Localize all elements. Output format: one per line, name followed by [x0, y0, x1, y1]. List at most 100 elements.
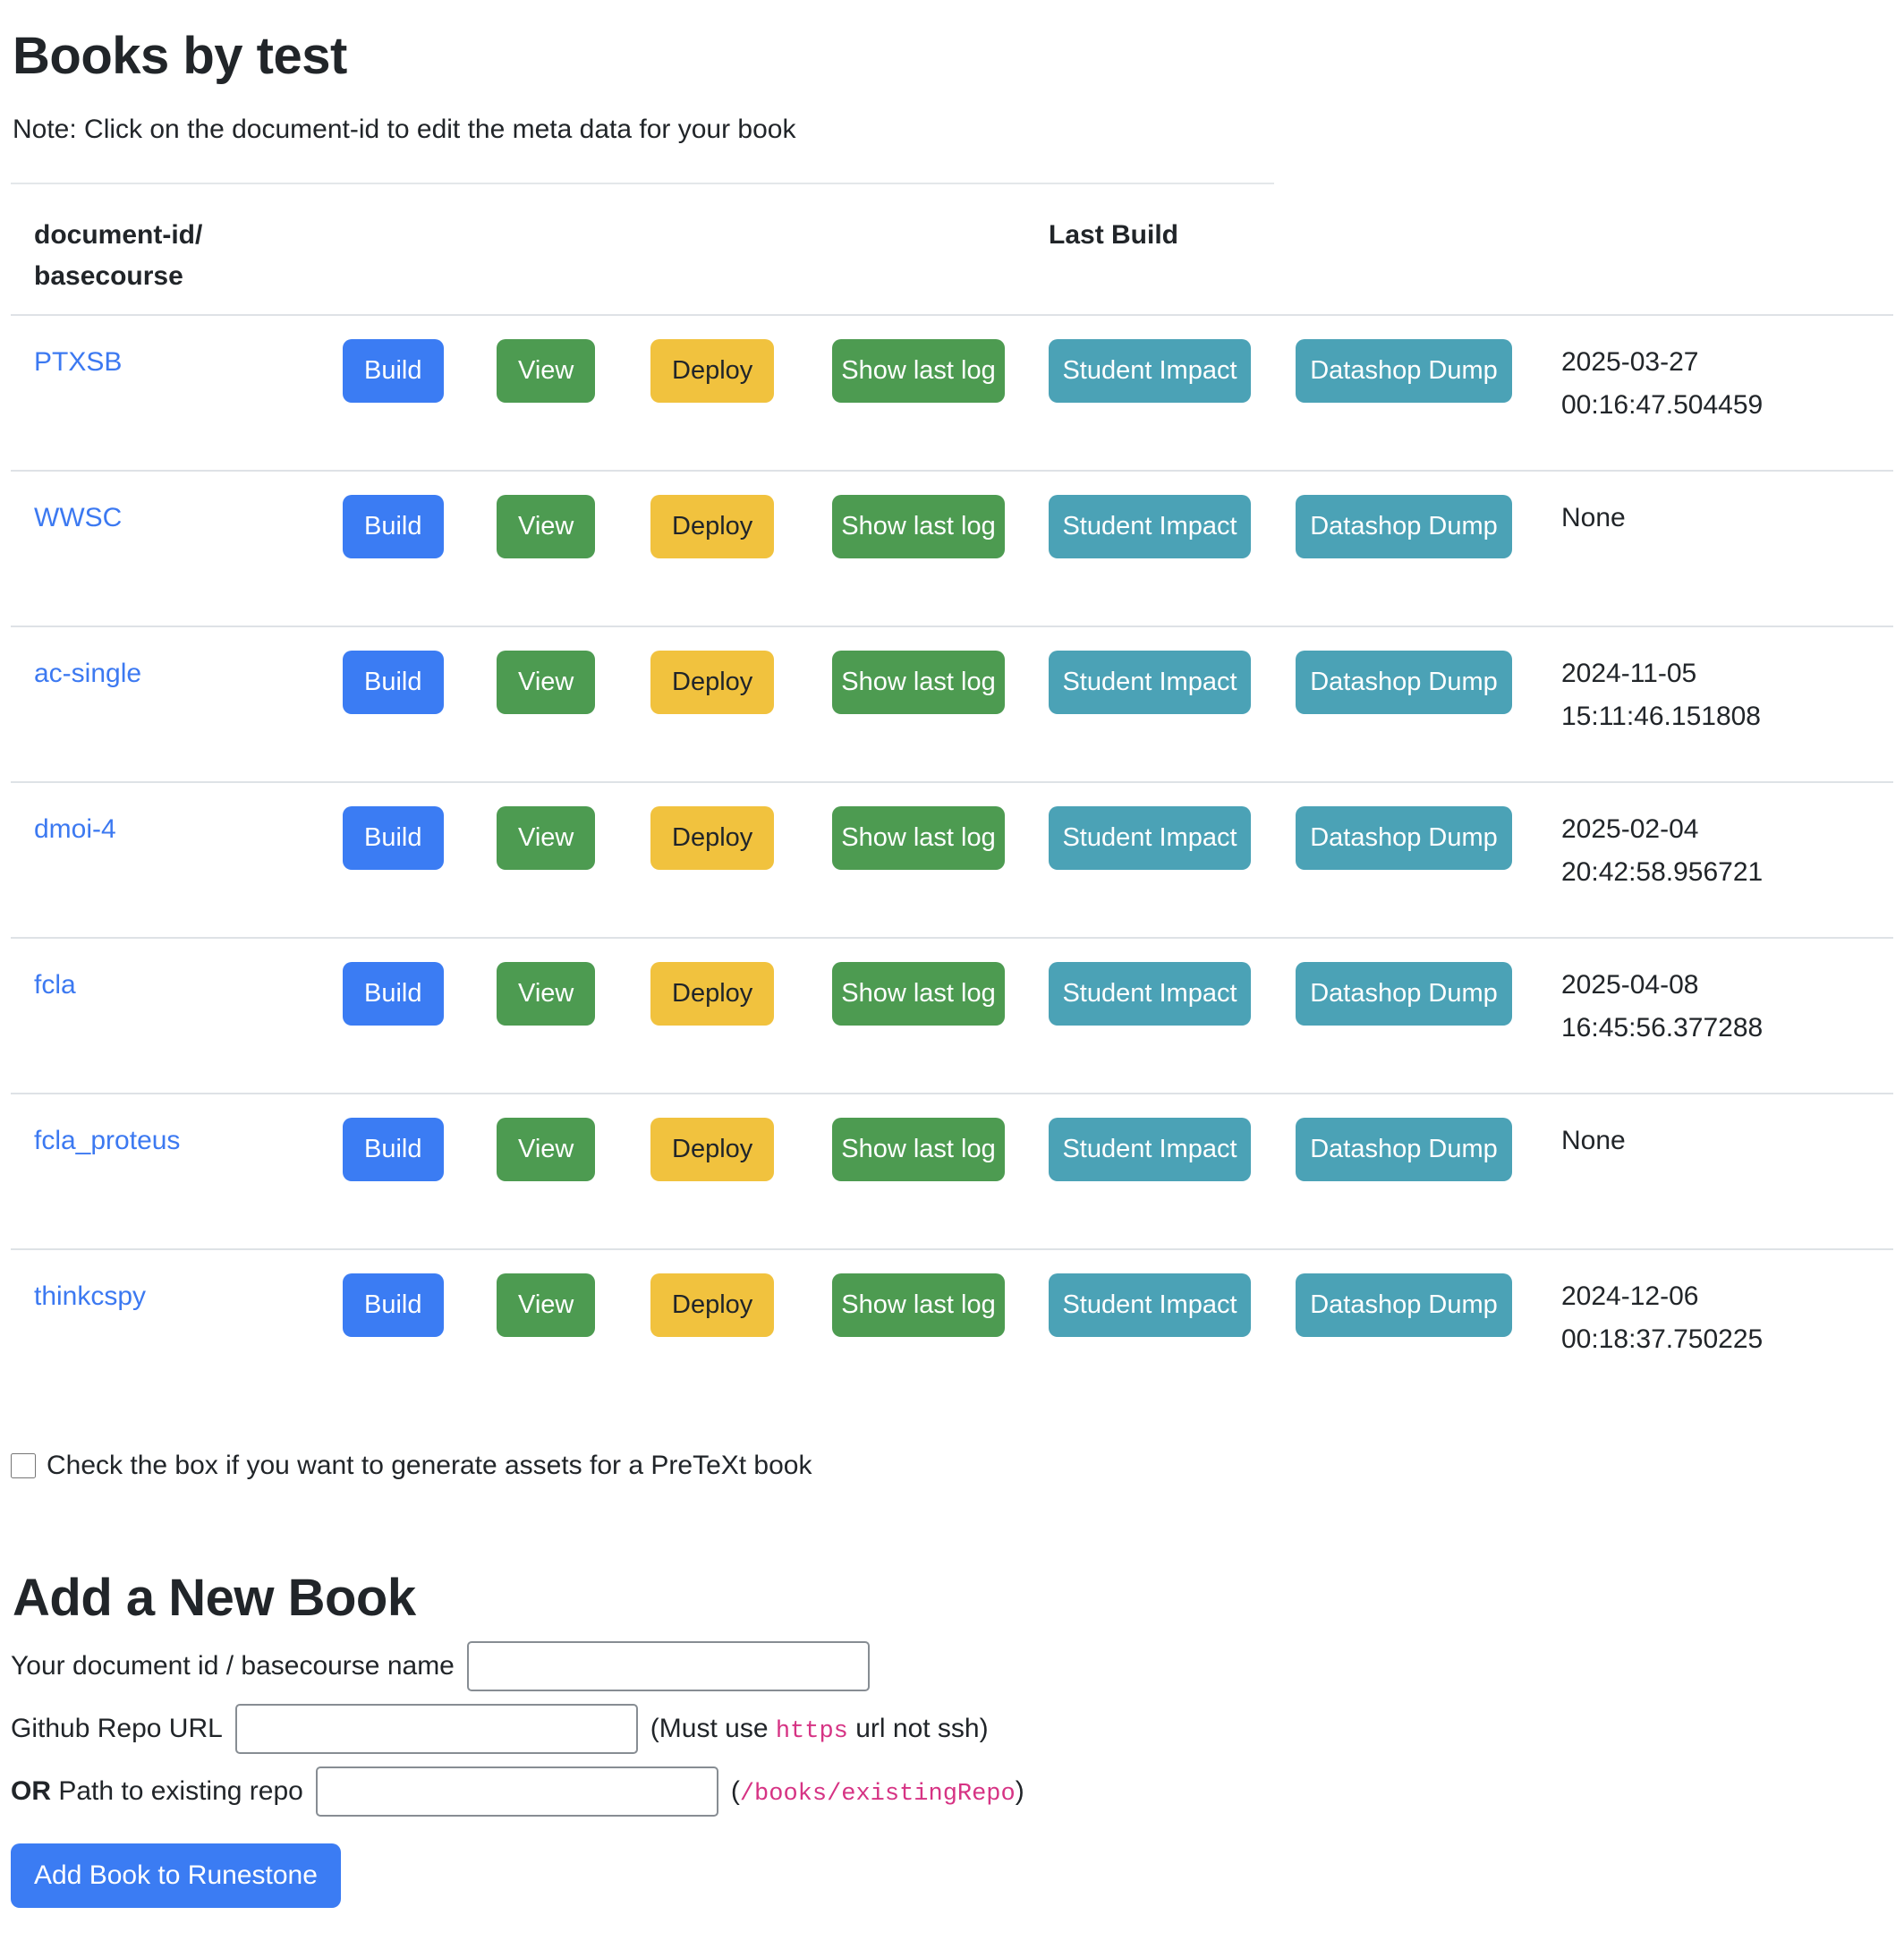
view-button[interactable]: View: [497, 494, 596, 559]
show-last-log-button[interactable]: Show last log: [832, 961, 1005, 1026]
path-hint-code: /books/existingRepo: [739, 1780, 1016, 1808]
repo-hint-code: https: [775, 1717, 848, 1745]
deploy-button[interactable]: Deploy: [650, 961, 775, 1026]
table-row: fcla_proteus Build View Deploy Show last…: [11, 1094, 1893, 1250]
add-book-heading: Add a New Book: [13, 1568, 416, 1627]
existing-repo-label-rest: Path to existing repo: [58, 1776, 303, 1807]
last-build-timestamp: 2025-03-27 00:16:47.504459: [1561, 346, 1764, 420]
add-book-submit-button[interactable]: Add Book to Runestone: [11, 1843, 341, 1909]
document-id-cell: WWSC: [11, 495, 343, 533]
page-note: Note: Click on the document-id to edit t…: [13, 114, 796, 144]
doc-id-input[interactable]: [466, 1641, 870, 1692]
student-impact-button[interactable]: Student Impact: [1049, 338, 1251, 404]
document-id-cell: fcla: [11, 962, 343, 1000]
student-impact-button[interactable]: Student Impact: [1049, 805, 1251, 871]
build-button[interactable]: Build: [343, 1273, 444, 1338]
last-build-timestamp: None: [1561, 502, 1626, 532]
datashop-dump-button[interactable]: Datashop Dump: [1296, 650, 1512, 715]
document-id-link[interactable]: thinkcspy: [34, 1281, 147, 1311]
document-id-link[interactable]: fcla: [34, 969, 76, 1000]
show-last-log-button[interactable]: Show last log: [832, 805, 1005, 871]
document-id-cell: PTXSB: [11, 339, 343, 378]
show-last-log-button[interactable]: Show last log: [832, 494, 1005, 559]
build-button[interactable]: Build: [343, 650, 444, 715]
datashop-dump-button[interactable]: Datashop Dump: [1296, 338, 1512, 404]
build-button[interactable]: Build: [343, 961, 444, 1026]
column-header-document-id-line1: document-id/: [34, 219, 203, 250]
table-row: dmoi-4 Build View Deploy Show last log S…: [11, 783, 1893, 939]
doc-id-form-row: Your document id / basecourse name: [11, 1641, 1893, 1692]
last-build-timestamp: 2024-11-05 15:11:46.151808: [1561, 658, 1761, 731]
document-id-cell: ac-single: [11, 651, 343, 689]
page-title: Books by test: [13, 27, 347, 85]
document-id-cell: thinkcspy: [11, 1273, 343, 1312]
document-id-link[interactable]: ac-single: [34, 658, 142, 688]
student-impact-button[interactable]: Student Impact: [1049, 1273, 1251, 1338]
last-build-timestamp: 2024-12-06 00:18:37.750225: [1561, 1281, 1764, 1354]
existing-repo-label-bold: OR: [11, 1776, 51, 1807]
show-last-log-button[interactable]: Show last log: [832, 650, 1005, 715]
student-impact-button[interactable]: Student Impact: [1049, 494, 1251, 559]
column-header-last-build: Last Build: [1049, 219, 1179, 250]
document-id-link[interactable]: PTXSB: [34, 346, 123, 377]
view-button[interactable]: View: [497, 961, 596, 1026]
document-id-link[interactable]: WWSC: [34, 502, 123, 532]
view-button[interactable]: View: [497, 1117, 596, 1182]
build-button[interactable]: Build: [343, 494, 444, 559]
last-build-timestamp: 2025-04-08 16:45:56.377288: [1561, 969, 1764, 1043]
build-button[interactable]: Build: [343, 338, 444, 404]
repo-hint-prefix: (Must use: [650, 1713, 769, 1743]
show-last-log-button[interactable]: Show last log: [832, 1117, 1005, 1182]
repo-url-form-row: Github Repo URL (Must use https url not …: [11, 1704, 1893, 1755]
datashop-dump-button[interactable]: Datashop Dump: [1296, 1117, 1512, 1182]
repo-url-input[interactable]: [234, 1704, 638, 1755]
books-table: document-id/ basecourse Last Build PTXSB…: [11, 184, 1893, 1406]
student-impact-button[interactable]: Student Impact: [1049, 961, 1251, 1026]
generate-assets-label: Check the box if you want to generate as…: [47, 1450, 812, 1480]
deploy-button[interactable]: Deploy: [650, 805, 775, 871]
document-id-cell: fcla_proteus: [11, 1118, 343, 1156]
datashop-dump-button[interactable]: Datashop Dump: [1296, 1273, 1512, 1338]
existing-repo-input[interactable]: [315, 1766, 718, 1818]
student-impact-button[interactable]: Student Impact: [1049, 650, 1251, 715]
view-button[interactable]: View: [497, 338, 596, 404]
deploy-button[interactable]: Deploy: [650, 650, 775, 715]
student-impact-button[interactable]: Student Impact: [1049, 1117, 1251, 1182]
generate-assets-row: Check the box if you want to generate as…: [11, 1451, 1893, 1481]
last-build-timestamp: None: [1561, 1125, 1626, 1155]
generate-assets-checkbox[interactable]: [11, 1452, 36, 1478]
path-hint-suffix: ): [1015, 1775, 1024, 1806]
show-last-log-button[interactable]: Show last log: [832, 338, 1005, 404]
existing-repo-label: OR Path to existing repo: [11, 1776, 303, 1807]
repo-url-label: Github Repo URL: [11, 1714, 223, 1744]
view-button[interactable]: View: [497, 805, 596, 871]
table-body: PTXSB Build View Deploy Show last log St…: [11, 316, 1893, 1406]
doc-id-label: Your document id / basecourse name: [11, 1651, 455, 1681]
datashop-dump-button[interactable]: Datashop Dump: [1296, 494, 1512, 559]
document-id-link[interactable]: fcla_proteus: [34, 1125, 181, 1155]
document-id-link[interactable]: dmoi-4: [34, 813, 116, 844]
build-button[interactable]: Build: [343, 1117, 444, 1182]
show-last-log-button[interactable]: Show last log: [832, 1273, 1005, 1338]
table-row: fcla Build View Deploy Show last log Stu…: [11, 939, 1893, 1094]
deploy-button[interactable]: Deploy: [650, 494, 775, 559]
datashop-dump-button[interactable]: Datashop Dump: [1296, 805, 1512, 871]
column-header-document-id-line2: basecourse: [34, 261, 183, 292]
deploy-button[interactable]: Deploy: [650, 1273, 775, 1338]
build-button[interactable]: Build: [343, 805, 444, 871]
repo-url-hint: (Must use https url not ssh): [650, 1714, 989, 1745]
path-hint-prefix: (: [730, 1775, 740, 1806]
table-header-row: document-id/ basecourse Last Build: [11, 184, 1893, 316]
deploy-button[interactable]: Deploy: [650, 338, 775, 404]
last-build-timestamp: 2025-02-04 20:42:58.956721: [1561, 813, 1764, 887]
table-row: thinkcspy Build View Deploy Show last lo…: [11, 1250, 1893, 1406]
table-row: PTXSB Build View Deploy Show last log St…: [11, 316, 1893, 472]
document-id-cell: dmoi-4: [11, 806, 343, 845]
column-header-document-id: document-id/ basecourse: [11, 215, 343, 298]
repo-hint-suffix: url not ssh): [855, 1713, 989, 1743]
view-button[interactable]: View: [497, 650, 596, 715]
view-button[interactable]: View: [497, 1273, 596, 1338]
page-container: Books by test Note: Click on the documen…: [0, 25, 1904, 1958]
datashop-dump-button[interactable]: Datashop Dump: [1296, 961, 1512, 1026]
deploy-button[interactable]: Deploy: [650, 1117, 775, 1182]
